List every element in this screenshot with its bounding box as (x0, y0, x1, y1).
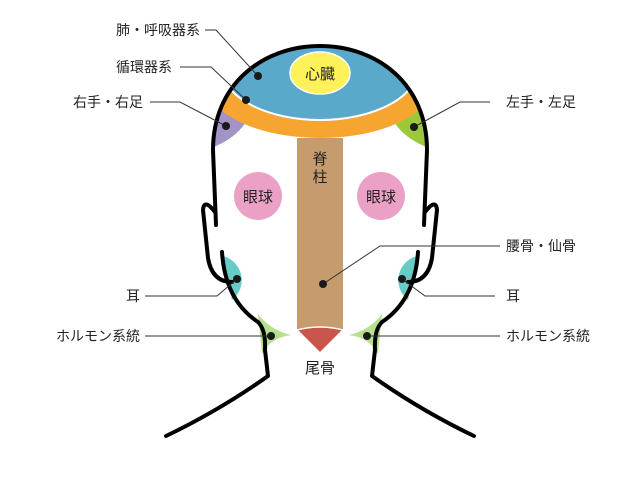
zone-ear-right (398, 256, 417, 300)
eye-right-label: 眼球 (366, 188, 396, 206)
hormone-left-marker (267, 332, 275, 340)
label-right-limbs: 右手・右足 (73, 95, 143, 111)
label-hormone-right: ホルモン系統 (506, 329, 590, 345)
label-ear-left: 耳 (126, 289, 140, 305)
zone-heart (289, 51, 351, 95)
label-circulatory: 循環器系 (116, 60, 172, 76)
head-outline (164, 44, 476, 438)
right-limbs-marker (222, 122, 230, 130)
zone-eye-right (357, 172, 405, 220)
lungs-marker (254, 72, 262, 80)
heart-label: 心臓 (305, 65, 335, 83)
left-limbs-marker (410, 123, 418, 131)
label-ear-right: 耳 (506, 289, 520, 305)
zone-coccyx (295, 326, 345, 355)
eye-left-label: 眼球 (243, 188, 273, 206)
spine-label-1: 脊 (312, 150, 327, 168)
label-left-limbs: 左手・左足 (506, 95, 576, 111)
lumbar-marker (319, 280, 327, 288)
circulatory-marker (242, 96, 250, 104)
zone-spine (297, 138, 343, 332)
coccyx-label: 尾骨 (305, 359, 335, 377)
zone-eye-left (234, 172, 282, 220)
hormone-right-marker (363, 332, 371, 340)
label-lumbar-sacrum: 腰骨・仙骨 (506, 239, 576, 255)
label-lungs: 肺・呼吸器系 (116, 23, 200, 39)
ear-left-marker (233, 275, 241, 283)
label-hormone-left: ホルモン系統 (56, 329, 140, 345)
spine-label-2: 柱 (312, 168, 327, 186)
ear-right-marker (398, 275, 406, 283)
zone-ear-left (223, 256, 242, 300)
